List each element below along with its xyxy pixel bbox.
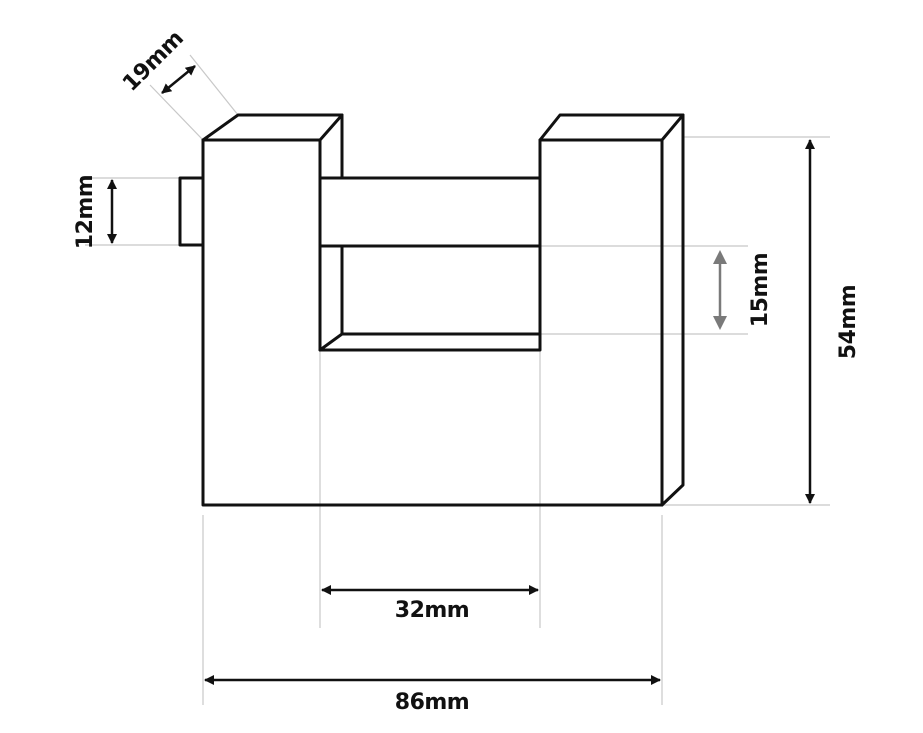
- right-post-top: [538, 113, 685, 142]
- label-32mm: 32mm: [395, 598, 469, 623]
- label-19mm: 19mm: [118, 26, 188, 96]
- dimension-arrows: [107, 65, 815, 685]
- inner-slot-depth: [340, 244, 542, 336]
- padlock-outline: [178, 113, 685, 507]
- dimension-arrow-muted: [713, 250, 727, 330]
- arrow-15mm-head-top: [713, 250, 727, 264]
- arrow-15mm-head-bottom: [713, 316, 727, 330]
- label-12mm: 12mm: [73, 175, 98, 249]
- left-post-top: [201, 113, 344, 142]
- label-54mm: 54mm: [836, 285, 861, 359]
- dimension-labels: 86mm 32mm 54mm 15mm 12mm 19mm: [73, 26, 861, 715]
- body-front-face: [201, 138, 664, 507]
- locking-pin: [178, 176, 205, 247]
- guide-19-left: [149, 84, 204, 141]
- shackle-bar: [318, 176, 542, 248]
- guide-19-right: [189, 54, 239, 116]
- inner-slot-corner: [318, 332, 344, 352]
- arrow-19mm: [161, 65, 196, 94]
- label-86mm: 86mm: [395, 690, 469, 715]
- label-15mm: 15mm: [748, 253, 773, 327]
- right-side-depth: [660, 113, 685, 507]
